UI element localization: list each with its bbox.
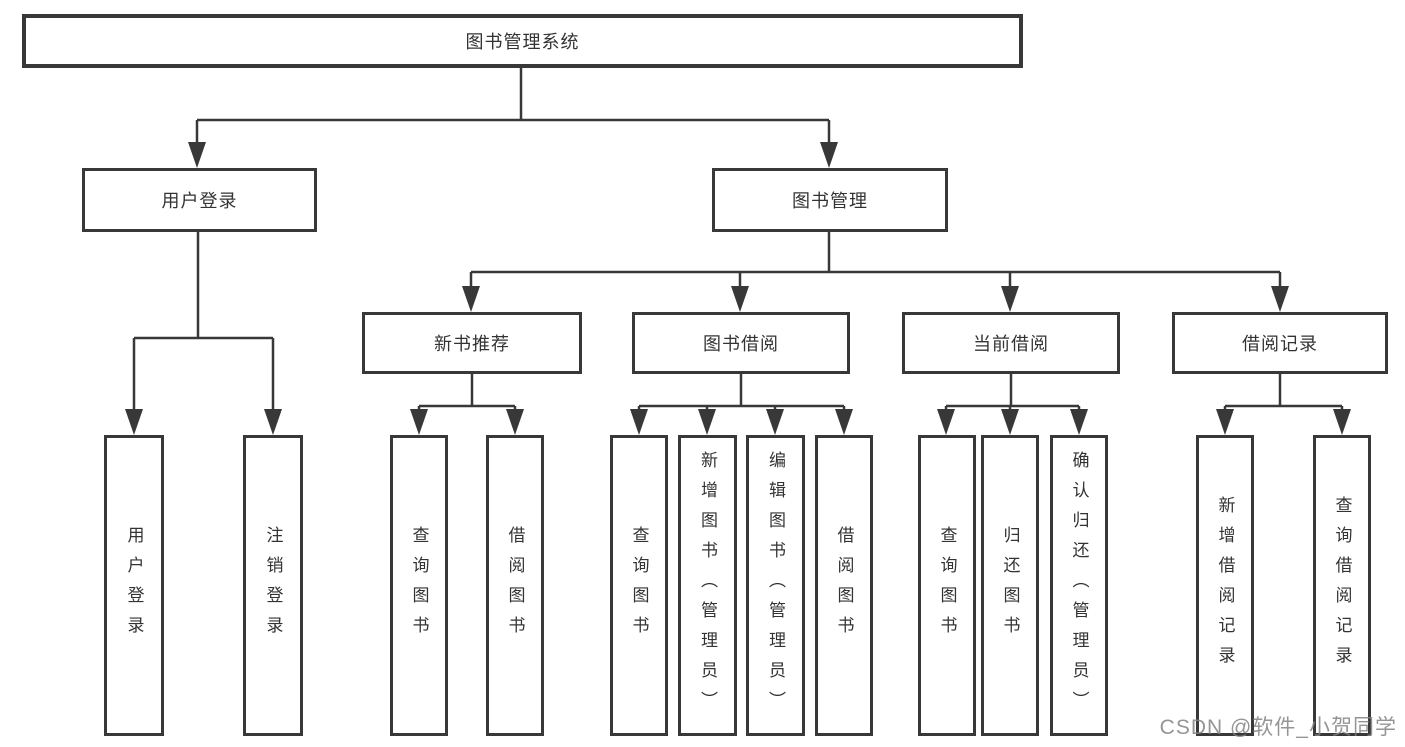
- leaf-query-borrow-record: 查询借阅记录: [1313, 435, 1371, 736]
- leaf-return-book: 归还图书: [981, 435, 1039, 736]
- node-user-login-label: 用户登录: [161, 191, 238, 211]
- leaf-confirm-return-admin: 确认归还（管理员）: [1050, 435, 1108, 736]
- leaf-query-books-current: 查询图书: [918, 435, 976, 736]
- node-new-book-recommend: 新书推荐: [362, 312, 582, 374]
- node-new-book-recommend-label: 新书推荐: [434, 334, 510, 354]
- leaf-return-book-label: 归还图书: [1000, 525, 1020, 646]
- node-user-login: 用户登录: [82, 168, 317, 232]
- leaf-add-borrow-record: 新增借阅记录: [1196, 435, 1254, 736]
- leaf-user-login: 用户登录: [104, 435, 164, 736]
- leaf-add-borrow-record-label: 新增借阅记录: [1215, 495, 1235, 676]
- leaf-user-login-label: 用户登录: [124, 525, 144, 646]
- node-book-borrow: 图书借阅: [632, 312, 850, 374]
- leaf-add-book-admin: 新增图书（管理员）: [678, 435, 737, 736]
- node-borrow-records: 借阅记录: [1172, 312, 1388, 374]
- leaf-query-books-recommend-label: 查询图书: [409, 525, 429, 646]
- leaf-query-books-recommend: 查询图书: [390, 435, 448, 736]
- leaf-query-books-borrow: 查询图书: [610, 435, 668, 736]
- leaf-query-books-current-label: 查询图书: [937, 525, 957, 646]
- leaf-borrow-books-borrow-label: 借阅图书: [834, 525, 854, 646]
- node-current-borrow: 当前借阅: [902, 312, 1120, 374]
- leaf-query-books-borrow-label: 查询图书: [629, 525, 649, 646]
- node-borrow-records-label: 借阅记录: [1242, 334, 1318, 354]
- leaf-edit-book-admin: 编辑图书（管理员）: [746, 435, 805, 736]
- node-book-borrow-label: 图书借阅: [703, 334, 779, 354]
- node-book-management: 图书管理: [712, 168, 948, 232]
- node-current-borrow-label: 当前借阅: [973, 334, 1049, 354]
- leaf-edit-book-admin-label: 编辑图书（管理员）: [766, 450, 785, 721]
- leaf-borrow-books-borrow: 借阅图书: [815, 435, 873, 736]
- leaf-logout-label: 注销登录: [263, 525, 283, 646]
- leaf-confirm-return-admin-label: 确认归还（管理员）: [1069, 450, 1089, 721]
- leaf-logout: 注销登录: [243, 435, 303, 736]
- leaf-add-book-admin-label: 新增图书（管理员）: [698, 450, 717, 721]
- leaf-query-borrow-record-label: 查询借阅记录: [1332, 495, 1352, 676]
- leaf-borrow-books-recommend-label: 借阅图书: [505, 525, 525, 646]
- leaf-borrow-books-recommend: 借阅图书: [486, 435, 544, 736]
- node-root: 图书管理系统: [22, 14, 1023, 68]
- node-root-label: 图书管理系统: [465, 32, 580, 52]
- node-book-management-label: 图书管理: [792, 191, 868, 211]
